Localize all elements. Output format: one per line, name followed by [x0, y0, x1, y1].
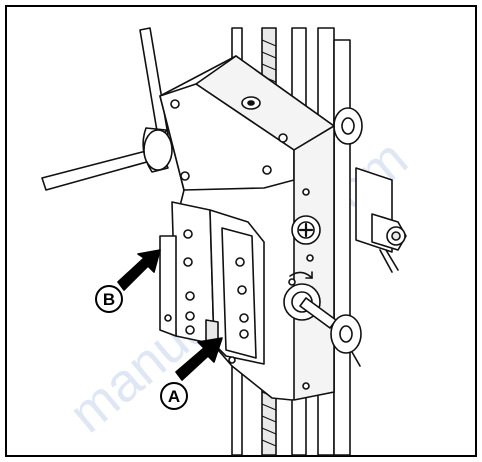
callout-a-letter: A [168, 387, 180, 406]
callout-b-letter: B [103, 290, 115, 309]
callout-b: B [95, 285, 123, 313]
side-knob [291, 215, 321, 245]
bottom-roller [330, 314, 362, 367]
callout-a: A [160, 382, 188, 410]
arrow-a [175, 337, 223, 381]
top-roller [333, 107, 363, 145]
side-clamp [355, 167, 407, 273]
arrow-b [117, 249, 161, 291]
arm-rod [41, 27, 173, 191]
lock-lever [283, 271, 337, 329]
mounting-plate-right [205, 209, 265, 365]
